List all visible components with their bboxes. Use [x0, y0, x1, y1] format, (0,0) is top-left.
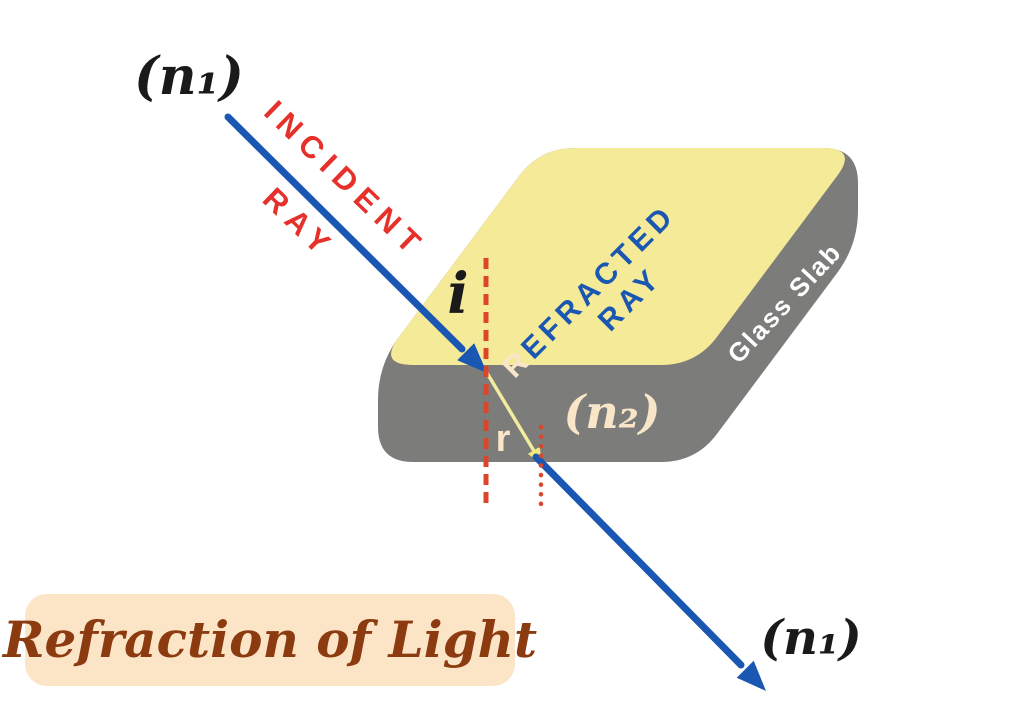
incident-ray-line [224, 113, 466, 353]
incident-ray-label-line2: RAY [256, 181, 343, 266]
glass-slab-top-face [391, 148, 845, 365]
medium1-top-label: (n₁) [134, 46, 244, 107]
incident-ray-arrowhead [457, 343, 487, 373]
emergent-ray-line [532, 453, 745, 669]
incident-ray-label-line1: INCIDENT [257, 94, 433, 265]
title-banner [25, 594, 515, 686]
angle-of-refraction-label: r [496, 418, 511, 460]
medium1-bottom-label: (n₁) [760, 610, 861, 666]
refracted-ray-line [485, 371, 536, 453]
page-title: Refraction of Light [1, 610, 537, 669]
medium2-label: (n₂) [563, 385, 660, 439]
emergent-ray-arrowhead [736, 660, 766, 691]
angle-of-incidence-label: i [447, 261, 468, 327]
